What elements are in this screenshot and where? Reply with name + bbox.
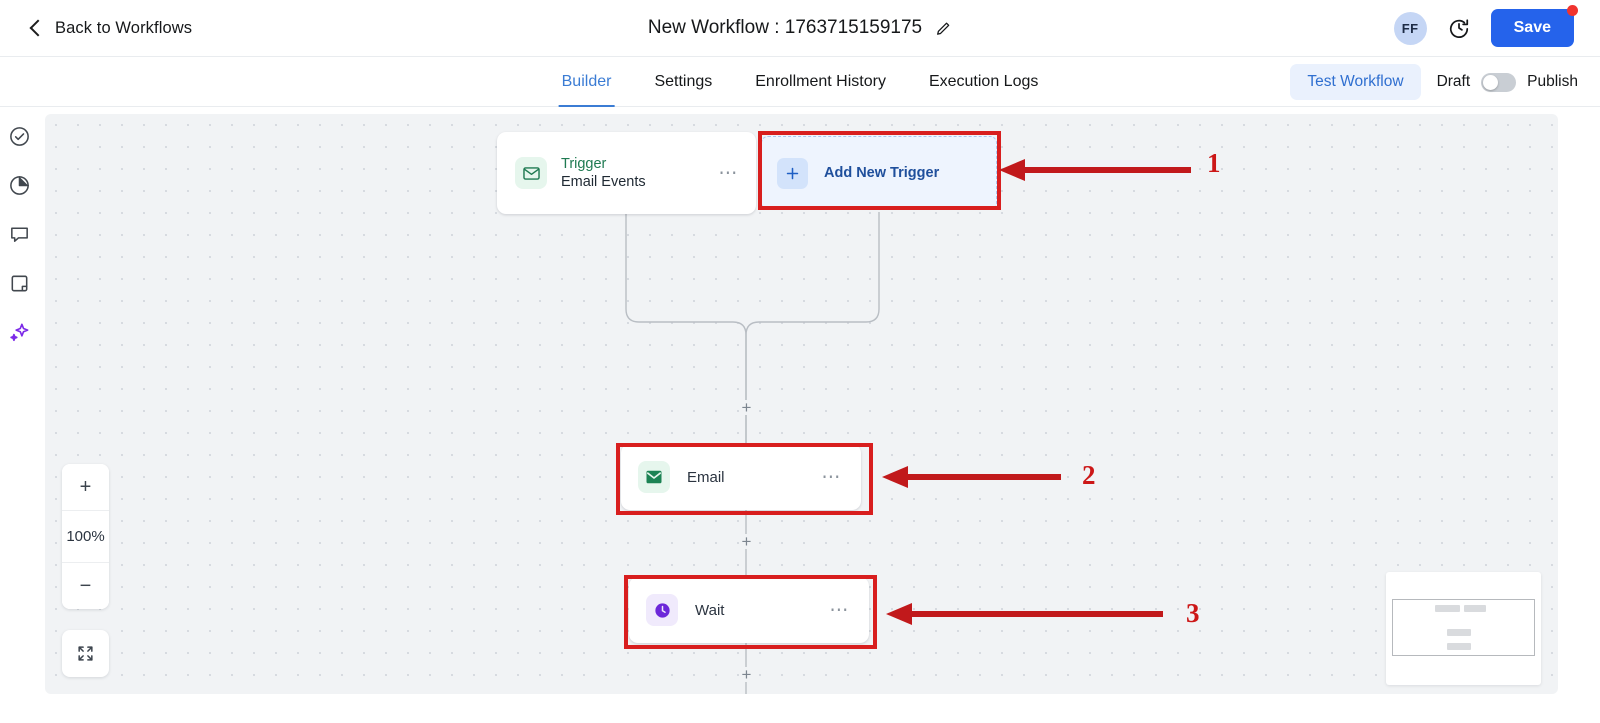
top-bar: Back to Workflows New Workflow : 1763715… bbox=[0, 0, 1600, 57]
email-node-label: Email bbox=[687, 468, 725, 486]
tab-execution-logs[interactable]: Execution Logs bbox=[928, 73, 1039, 90]
connector-lines bbox=[625, 212, 880, 694]
clock-history-icon[interactable] bbox=[1448, 17, 1470, 39]
workflow-canvas[interactable]: Trigger Email Events ⋯ Add New Trigger +… bbox=[45, 114, 1558, 694]
publish-toggle-group: Draft Publish bbox=[1436, 72, 1578, 92]
top-bar-right: FF Save bbox=[1393, 5, 1578, 47]
back-to-workflows-button[interactable]: Back to Workflows bbox=[29, 18, 193, 38]
zoom-out-button[interactable]: − bbox=[62, 563, 109, 609]
left-rail bbox=[0, 107, 38, 723]
tab-settings[interactable]: Settings bbox=[654, 73, 713, 90]
note-square-icon[interactable] bbox=[8, 272, 31, 295]
plus-icon bbox=[786, 167, 799, 179]
connector-add-step-2[interactable]: + bbox=[739, 533, 754, 550]
save-notification-dot bbox=[1567, 5, 1578, 16]
connector-add-step-3[interactable]: + bbox=[739, 666, 754, 683]
pie-chart-icon[interactable] bbox=[8, 174, 31, 197]
trigger-texts: Trigger Email Events bbox=[561, 156, 646, 190]
envelope-outline-icon bbox=[522, 166, 540, 180]
toggle-knob bbox=[1483, 74, 1499, 90]
envelope-filled-icon bbox=[646, 470, 662, 484]
minimap[interactable] bbox=[1386, 572, 1541, 685]
add-trigger-plus-wrap bbox=[777, 157, 808, 189]
email-node[interactable]: Email ⋯ bbox=[621, 444, 861, 510]
minimap-node bbox=[1447, 629, 1471, 636]
trigger-more-icon[interactable]: ⋯ bbox=[718, 162, 739, 184]
trigger-title: Trigger bbox=[561, 156, 607, 172]
wait-icon-wrap bbox=[646, 594, 678, 626]
zoom-in-button[interactable]: + bbox=[62, 464, 109, 510]
fit-screen-icon bbox=[78, 646, 93, 661]
avatar[interactable]: FF bbox=[1393, 11, 1427, 45]
tab-bar: Builder Settings Enrollment History Exec… bbox=[0, 57, 1600, 107]
draft-label: Draft bbox=[1436, 73, 1471, 90]
connector-add-step-1[interactable]: + bbox=[739, 399, 754, 416]
chevron-left-icon bbox=[29, 19, 47, 36]
sparkle-ai-icon[interactable] bbox=[8, 321, 31, 344]
minimap-node bbox=[1447, 643, 1471, 650]
save-button-wrap: Save bbox=[1490, 5, 1578, 47]
trigger-icon-wrap bbox=[515, 157, 547, 189]
email-more-icon[interactable]: ⋯ bbox=[821, 466, 842, 488]
publish-label: Publish bbox=[1527, 73, 1578, 90]
email-icon-wrap bbox=[638, 461, 670, 493]
save-button[interactable]: Save bbox=[1490, 9, 1574, 47]
trigger-node[interactable]: Trigger Email Events ⋯ bbox=[497, 132, 756, 214]
wait-node-label: Wait bbox=[695, 601, 725, 619]
back-to-workflows-label: Back to Workflows bbox=[55, 18, 193, 37]
tab-builder[interactable]: Builder bbox=[558, 57, 615, 107]
trigger-subtitle: Email Events bbox=[561, 174, 646, 190]
add-new-trigger-label: Add New Trigger bbox=[824, 165, 940, 181]
publish-toggle[interactable] bbox=[1481, 72, 1517, 92]
test-workflow-button[interactable]: Test Workflow bbox=[1290, 64, 1421, 100]
clock-filled-icon bbox=[654, 602, 670, 618]
chat-bubble-icon[interactable] bbox=[8, 223, 31, 246]
tab-enrollment-history[interactable]: Enrollment History bbox=[755, 73, 886, 90]
fit-to-screen-button[interactable] bbox=[62, 630, 109, 677]
page-title: New Workflow : 1763715159175 bbox=[647, 17, 923, 38]
minimap-node bbox=[1464, 605, 1486, 612]
workflow-title-group: New Workflow : 1763715159175 bbox=[648, 17, 952, 39]
pencil-icon[interactable] bbox=[935, 20, 952, 37]
wait-more-icon[interactable]: ⋯ bbox=[829, 599, 850, 621]
check-circle-icon[interactable] bbox=[8, 125, 31, 148]
zoom-level-label: 100% bbox=[62, 510, 109, 563]
tab-list: Builder Settings Enrollment History Exec… bbox=[558, 57, 1042, 107]
minimap-node bbox=[1435, 605, 1460, 612]
tab-bar-right: Test Workflow Draft Publish bbox=[1290, 57, 1578, 107]
add-new-trigger-card[interactable]: Add New Trigger bbox=[761, 136, 997, 210]
wait-node[interactable]: Wait ⋯ bbox=[629, 577, 869, 643]
zoom-controls: + 100% − bbox=[62, 464, 109, 609]
